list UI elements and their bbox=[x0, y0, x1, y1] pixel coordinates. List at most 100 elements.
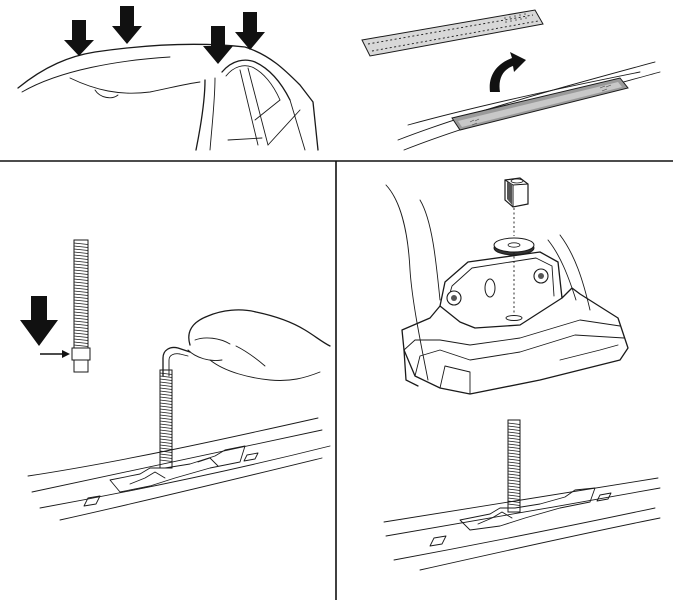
panel-threaded-stud-install bbox=[20, 239, 331, 521]
stud-thread bbox=[73, 260, 89, 263]
down-arrow-icon bbox=[203, 26, 233, 64]
stud-thread bbox=[73, 305, 89, 308]
stud-thread bbox=[159, 435, 173, 438]
stud-thread bbox=[159, 402, 173, 405]
panel-roof-mount-points bbox=[17, 6, 319, 151]
stud-thread bbox=[73, 275, 89, 278]
stud-thread bbox=[73, 293, 89, 296]
stud-thread bbox=[73, 326, 89, 329]
stud-thread bbox=[73, 296, 89, 299]
stud-thread bbox=[507, 461, 521, 464]
stud-thread bbox=[159, 438, 173, 441]
stud-thread bbox=[159, 456, 173, 459]
stud-thread bbox=[73, 281, 89, 284]
car-door-line bbox=[385, 184, 429, 381]
stud-thread bbox=[73, 254, 89, 257]
stud-thread bbox=[507, 443, 521, 446]
stud-thread bbox=[507, 488, 521, 491]
stud-thread bbox=[507, 428, 521, 431]
stud-thread bbox=[73, 344, 89, 347]
stud-thread bbox=[73, 335, 89, 338]
stud-thread bbox=[159, 372, 173, 375]
down-arrow-icon bbox=[64, 20, 94, 56]
stud-thread bbox=[73, 308, 89, 311]
stud-thread bbox=[507, 452, 521, 455]
stud-thread bbox=[507, 500, 521, 503]
stud-thread bbox=[159, 399, 173, 402]
door-frame bbox=[221, 59, 291, 101]
stud-thread bbox=[73, 272, 89, 275]
stud-thread bbox=[159, 411, 173, 414]
stud-thread bbox=[507, 485, 521, 488]
stud-thread bbox=[507, 440, 521, 443]
right-arrow-icon bbox=[40, 350, 70, 358]
hex-nut-icon bbox=[504, 177, 529, 208]
stud-thread bbox=[73, 242, 89, 245]
stud-thread bbox=[159, 384, 173, 387]
stud-thread bbox=[507, 446, 521, 449]
stud-thread bbox=[507, 494, 521, 497]
stud-thread bbox=[159, 432, 173, 435]
stud-thread bbox=[159, 390, 173, 393]
panel-foot-assembly bbox=[383, 177, 661, 571]
stud-thread bbox=[73, 329, 89, 332]
stud-thread bbox=[159, 447, 173, 450]
stud-thread bbox=[73, 314, 89, 317]
stud-thread bbox=[159, 408, 173, 411]
stud-thread bbox=[73, 269, 89, 272]
stud-thread bbox=[159, 441, 173, 444]
stud-thread bbox=[73, 332, 89, 335]
stud-thread bbox=[159, 459, 173, 462]
stud-thread bbox=[507, 476, 521, 479]
stud-thread bbox=[159, 420, 173, 423]
stud-thread bbox=[73, 338, 89, 341]
stud-thread bbox=[159, 396, 173, 399]
stud-thread bbox=[73, 266, 89, 269]
stud-thread bbox=[507, 437, 521, 440]
stud-thread bbox=[159, 375, 173, 378]
stud-thread bbox=[159, 423, 173, 426]
stud-thread bbox=[73, 311, 89, 314]
stud-thread bbox=[73, 302, 89, 305]
threaded-stud-mounted bbox=[507, 419, 521, 513]
roof-rack-foot bbox=[401, 251, 629, 395]
stud-thread bbox=[159, 450, 173, 453]
stud-thread bbox=[507, 482, 521, 485]
stud-thread bbox=[73, 278, 89, 281]
stud-thread bbox=[159, 393, 173, 396]
stud-thread bbox=[73, 245, 89, 248]
stud-thread bbox=[507, 449, 521, 452]
stud-thread bbox=[507, 503, 521, 506]
hand-outline bbox=[188, 309, 331, 347]
roof-rail-line bbox=[397, 61, 656, 141]
stud-thread bbox=[73, 287, 89, 290]
stud-thread bbox=[507, 464, 521, 467]
adhesive-pad-lifted bbox=[361, 9, 544, 57]
stud-thread bbox=[507, 422, 521, 425]
stud-thread bbox=[507, 479, 521, 482]
curved-arrow-icon bbox=[489, 52, 526, 92]
stud-thread bbox=[507, 470, 521, 473]
panel-adhesive-pad-placement bbox=[361, 9, 661, 151]
stud-thread bbox=[507, 431, 521, 434]
stud-thread bbox=[507, 473, 521, 476]
stud-thread bbox=[159, 414, 173, 417]
stud-thread bbox=[73, 257, 89, 260]
down-arrow-icon bbox=[235, 12, 265, 50]
stud-thread bbox=[507, 455, 521, 458]
stud-thread bbox=[73, 341, 89, 344]
stud-thread bbox=[507, 434, 521, 437]
stud-thread bbox=[159, 378, 173, 381]
car-roof-outline bbox=[17, 43, 319, 151]
stud-thread bbox=[507, 458, 521, 461]
stud-thread bbox=[159, 405, 173, 408]
hex-key-icon bbox=[162, 346, 191, 377]
stud-thread bbox=[159, 387, 173, 390]
threaded-stud-loose bbox=[71, 239, 91, 373]
threaded-stud-mounted bbox=[159, 369, 173, 469]
stud-thread bbox=[159, 453, 173, 456]
stud-thread bbox=[507, 467, 521, 470]
stud-thread bbox=[73, 320, 89, 323]
